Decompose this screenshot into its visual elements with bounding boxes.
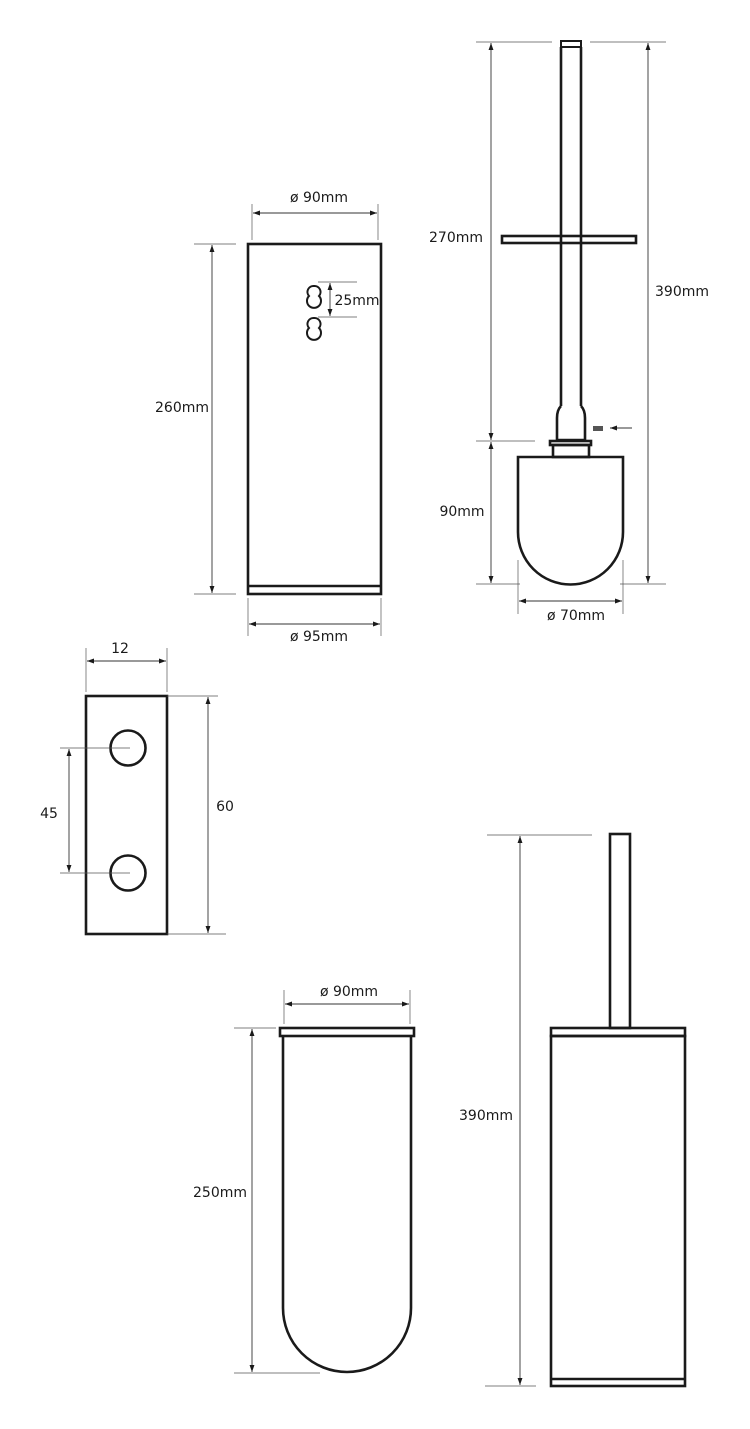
- brush-collar-plate: [500, 234, 638, 245]
- brush-neck: [555, 405, 587, 442]
- insert-rim: [278, 1026, 416, 1038]
- brush-head-diameter-label: ø 70mm: [547, 608, 605, 624]
- bracket-plate: [84, 694, 169, 936]
- keyhole-icon: [306, 317, 322, 341]
- brush-total-length-label: 390mm: [655, 284, 709, 300]
- assembly-handle: [608, 832, 632, 1030]
- insert-view: ø 90mm 250mm: [193, 984, 416, 1374]
- bracket-view: 12 45 60: [40, 641, 234, 936]
- holder-height-label: 260mm: [155, 400, 209, 416]
- bracket-width-label: 12: [111, 641, 129, 657]
- insert-diameter-label: ø 90mm: [320, 984, 378, 1000]
- assembly-height-label: 390mm: [459, 1108, 513, 1124]
- keyhole-icon: [306, 285, 322, 309]
- bracket-height-label: 60: [216, 799, 234, 815]
- screw-icon: [593, 426, 603, 431]
- holder-bottom-diameter-label: ø 95mm: [290, 629, 348, 645]
- assembly-view: 390mm: [459, 832, 687, 1388]
- brush-head: [516, 455, 625, 586]
- holder-body: [246, 242, 383, 596]
- brush-view: 270mm 90mm 390mm ø 70mm: [429, 40, 709, 624]
- brush-handle-cap: [560, 40, 582, 48]
- assembly-body: [549, 1034, 687, 1388]
- brush-ferrule-lower: [551, 443, 591, 459]
- holder-hole-spacing-label: 25mm: [334, 293, 379, 309]
- brush-handle-length-label: 270mm: [429, 230, 483, 246]
- insert-body: [281, 1036, 413, 1374]
- bracket-hole-spacing-label: 45: [40, 806, 58, 822]
- insert-height-label: 250mm: [193, 1185, 247, 1201]
- brush-head-length-label: 90mm: [439, 504, 484, 520]
- holder-top-diameter-label: ø 90mm: [290, 190, 348, 206]
- holder-view: ø 90mm 260mm 25mm ø 95mm: [155, 190, 383, 645]
